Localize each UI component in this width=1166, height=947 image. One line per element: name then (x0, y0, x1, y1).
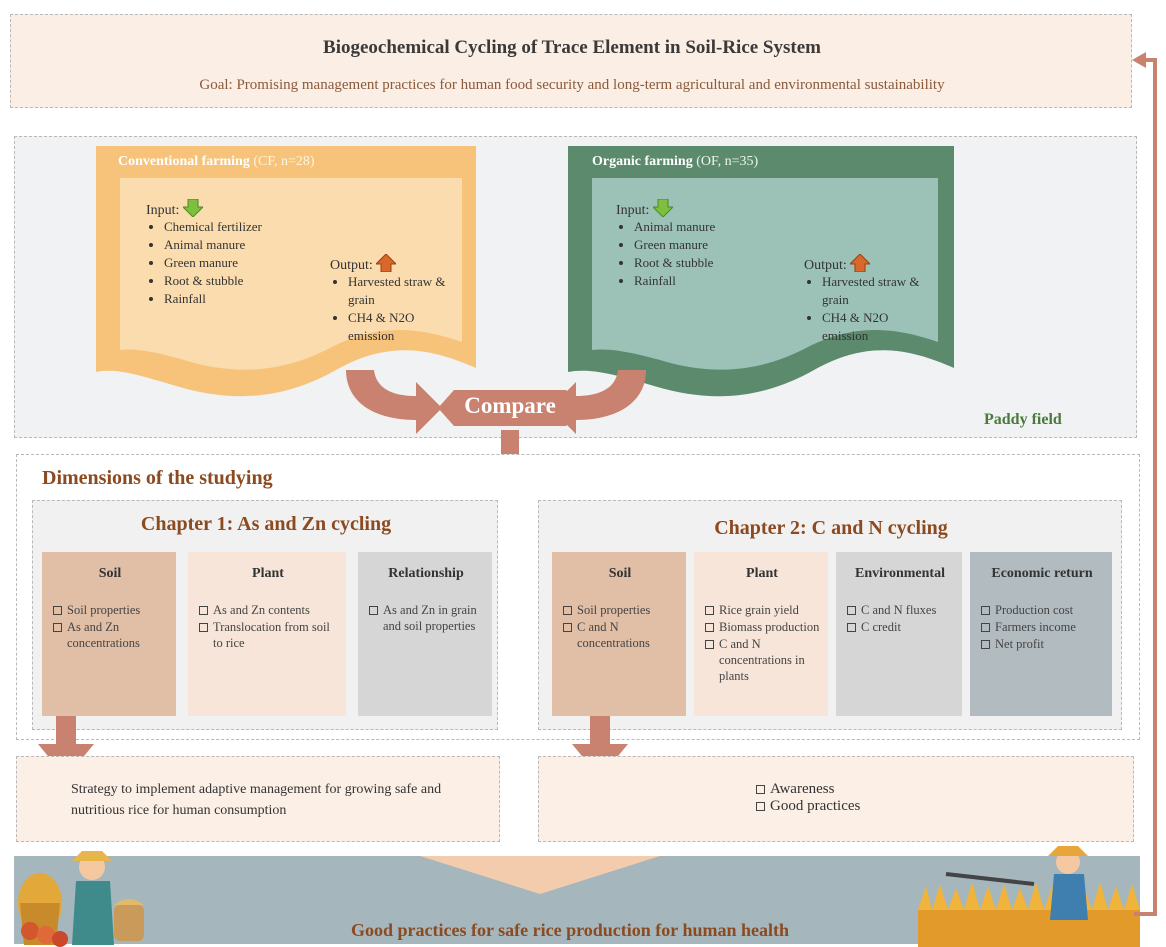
output-item: Harvested straw & grain (822, 273, 934, 309)
conventional-farming-meta: (CF, n=28) (253, 154, 315, 169)
conventional-input-label: Input: (146, 198, 205, 219)
input-label-text: Input: (146, 203, 180, 218)
outcome-left-box: Strategy to implement adaptive managemen… (16, 756, 500, 842)
output-item: Harvested straw & grain (348, 273, 460, 309)
output-item: CH4 & N2O emission (348, 309, 460, 345)
header-box: Biogeochemical Cycling of Trace Element … (10, 14, 1132, 108)
card-item: As and Zn contents (198, 602, 338, 618)
right-curved-arrow-shape (550, 370, 646, 434)
card-title: Environmental (855, 566, 945, 581)
input-item: Rainfall (634, 272, 715, 290)
dimension-card-relationship: Relationship As and Zn in grain and soil … (358, 552, 492, 716)
card-title: Relationship (388, 566, 464, 581)
card-item: C credit (846, 619, 954, 635)
outcome-item: Good practices (755, 798, 860, 814)
input-item: Green manure (164, 254, 262, 272)
card-items: As and Zn in grain and soil properties (368, 602, 484, 634)
output-label-text: Output: (804, 258, 847, 273)
conventional-farming-heading: Conventional farming (CF, n=28) (118, 154, 315, 170)
organic-farming-heading: Organic farming (OF, n=35) (592, 154, 758, 170)
left-curved-arrow (346, 370, 442, 434)
organic-farming-meta: (OF, n=35) (696, 154, 759, 169)
organic-input-list: Animal manureGreen manureRoot & stubbleR… (616, 218, 715, 290)
output-arrow-icon (849, 253, 872, 273)
page-title: Biogeochemical Cycling of Trace Element … (323, 37, 821, 58)
conventional-output-list: Harvested straw & grainCH4 & N2O emissio… (330, 273, 460, 345)
input-item: Animal manure (634, 218, 715, 236)
conventional-output-label: Output: (330, 253, 398, 274)
card-title: Soil (98, 566, 122, 581)
card-item: As and Zn concentrations (52, 619, 168, 651)
conventional-farming-title: Conventional farming (118, 154, 250, 169)
card-item: Biomass production (704, 619, 820, 635)
card-item: Translocation from soil to rice (198, 619, 338, 651)
card-item: Production cost (980, 602, 1104, 618)
organic-output-list: Harvested straw & grainCH4 & N2O emissio… (804, 273, 934, 345)
input-item: Animal manure (164, 236, 262, 254)
farmer-field-illustration (918, 846, 1140, 947)
input-arrow-icon (181, 198, 205, 218)
chapter1-down-arrow (38, 716, 94, 778)
card-item: C and N fluxes (846, 602, 954, 618)
organic-farming-title: Organic farming (592, 154, 693, 169)
card-item: C and N concentrations in plants (704, 636, 820, 684)
compare-label: Compare (464, 393, 556, 418)
chapter2-title: Chapter 2: C and N cycling (714, 517, 948, 539)
compare-hexagon (438, 390, 582, 426)
input-label-text: Input: (616, 203, 650, 218)
footer-text: Good practices for safe rice production … (351, 920, 789, 940)
strategy-text: Strategy to implement adaptive managemen… (71, 782, 442, 818)
chapter1-title: Chapter 1: As and Zn cycling (140, 513, 392, 535)
output-item: CH4 & N2O emission (822, 309, 934, 345)
card-item: Rice grain yield (704, 602, 820, 618)
outcome-item: Awareness (755, 781, 860, 797)
chapter2-down-arrow (572, 716, 628, 778)
input-item: Chemical fertilizer (164, 218, 262, 236)
goal-text: Goal: Promising management practices for… (199, 77, 945, 93)
input-item: Rainfall (164, 290, 262, 308)
card-item: Net profit (980, 636, 1104, 652)
output-label-text: Output: (330, 258, 373, 273)
feedback-return-arrow (1132, 52, 1157, 916)
card-item: C and N concentrations (562, 619, 678, 651)
footer-funnel (420, 856, 660, 894)
card-item: Farmers income (980, 619, 1104, 635)
card-title: Soil (608, 566, 632, 581)
card-title: Economic return (991, 566, 1093, 581)
card-item: Soil properties (562, 602, 678, 618)
card-title: Plant (746, 566, 778, 581)
input-item: Root & stubble (634, 254, 715, 272)
farmer-harvest-illustration (18, 851, 144, 947)
organic-output-label: Output: (804, 253, 872, 274)
organic-input-label: Input: (616, 198, 675, 219)
paddy-field-label: Paddy field (984, 411, 1062, 428)
card-title: Plant (252, 566, 284, 581)
card-item: Soil properties (52, 602, 168, 618)
card-item: As and Zn in grain and soil properties (368, 602, 484, 634)
input-item: Root & stubble (164, 272, 262, 290)
output-arrow-icon (375, 253, 398, 273)
input-item: Green manure (634, 236, 715, 254)
dimensions-title: Dimensions of the studying (42, 467, 273, 489)
input-arrow-icon (651, 198, 675, 218)
conventional-input-list: Chemical fertilizerAnimal manureGreen ma… (146, 218, 262, 308)
